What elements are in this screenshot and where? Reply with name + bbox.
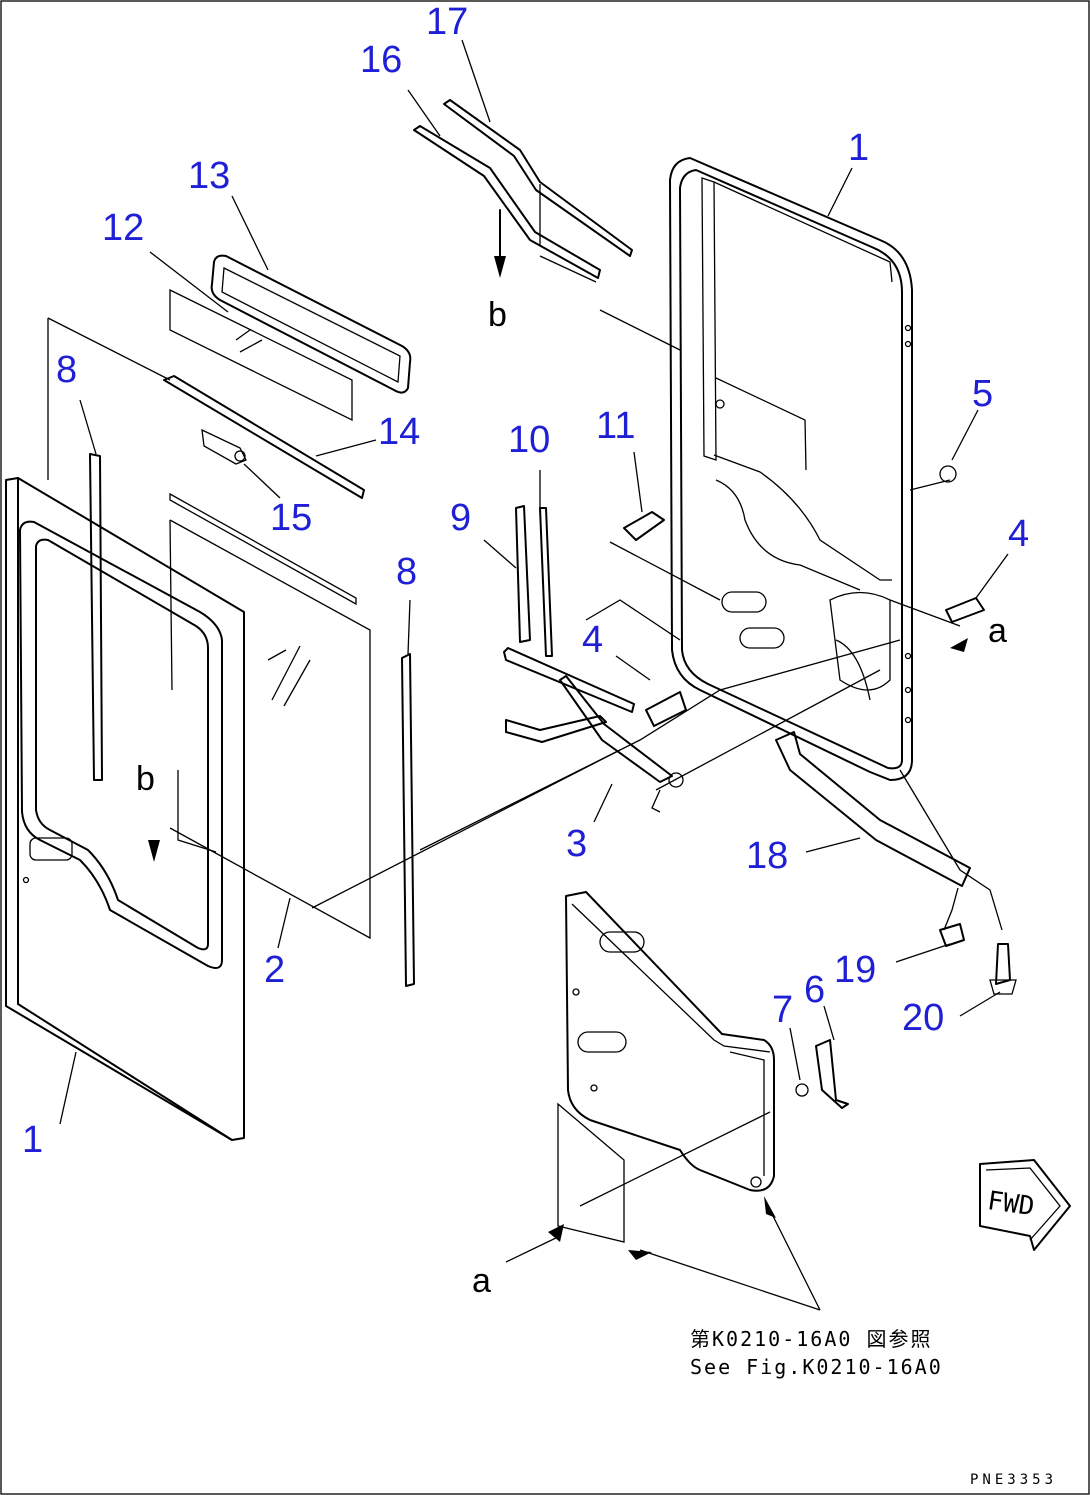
slide-glass	[169, 288, 353, 422]
handle-6	[815, 1039, 849, 1109]
reference-note-japanese: 第K0210-16A0 図参照	[690, 1327, 932, 1351]
callout-leaders	[59, 39, 1009, 1125]
callout-17: 17	[426, 1, 468, 43]
callout-3: 3	[566, 823, 587, 865]
guide-rail	[163, 375, 365, 499]
striker-4-right	[945, 597, 985, 623]
callout-1-right: 1	[848, 127, 869, 169]
callout-11: 11	[596, 405, 635, 447]
reference-note-english: See Fig.K0210-16A0	[690, 1355, 943, 1379]
callout-2: 2	[264, 949, 285, 991]
callout-18: 18	[746, 835, 788, 877]
door-glass	[169, 519, 371, 940]
view-letter-b-top: b	[488, 296, 507, 334]
arrow-b-left-head	[148, 840, 160, 862]
bolt-19	[939, 923, 965, 947]
callout-7: 7	[772, 989, 793, 1031]
callout-8-right: 8	[396, 551, 417, 593]
callout-16: 16	[360, 39, 402, 81]
callout-6: 6	[804, 969, 825, 1011]
weather-strip-left	[89, 453, 103, 781]
callout-12: 12	[102, 207, 144, 249]
view-letter-a-bottom: a	[472, 1262, 491, 1300]
door-frame-right	[669, 157, 913, 781]
callout-10: 10	[508, 419, 550, 461]
view-letter-a-right: a	[988, 612, 1007, 650]
callout-20: 20	[902, 997, 944, 1039]
upper-rails	[413, 99, 633, 283]
callout-9: 9	[450, 497, 471, 539]
callout-19: 19	[834, 949, 876, 991]
bracket-18	[775, 731, 971, 887]
forward-direction-badge	[979, 1159, 1071, 1251]
callout-4-center: 4	[582, 619, 603, 661]
lock-knob	[201, 428, 247, 465]
window-regulator	[503, 647, 684, 813]
projection-lines	[177, 309, 1003, 1311]
view-letter-b-left: b	[136, 760, 155, 798]
arrow-a-bottom-head	[548, 1224, 564, 1242]
callout-5: 5	[972, 373, 993, 415]
striker-4-center	[645, 691, 687, 727]
clip-7	[795, 1083, 809, 1097]
fwd-label: FWD	[986, 1186, 1037, 1222]
callout-14: 14	[378, 411, 420, 453]
channel-9	[515, 505, 531, 643]
weather-strip-right	[401, 653, 415, 987]
callout-8-left: 8	[56, 349, 77, 391]
drawing-code: PNE3353	[970, 1472, 1057, 1488]
nut-5	[939, 465, 957, 483]
striker-11	[623, 511, 665, 541]
door-trim-panel	[565, 891, 775, 1192]
channel-10	[539, 507, 553, 657]
window-frame-seal	[210, 254, 412, 394]
callout-1-left: 1	[22, 1119, 43, 1161]
callout-4-right: 4	[1008, 513, 1029, 555]
glass-top-channel	[169, 492, 357, 606]
callout-13: 13	[188, 155, 230, 197]
door-panel-left	[5, 477, 245, 1141]
arrow-a-right-head	[950, 638, 968, 652]
callout-15: 15	[270, 497, 312, 539]
insulation-sheet	[557, 1102, 625, 1243]
